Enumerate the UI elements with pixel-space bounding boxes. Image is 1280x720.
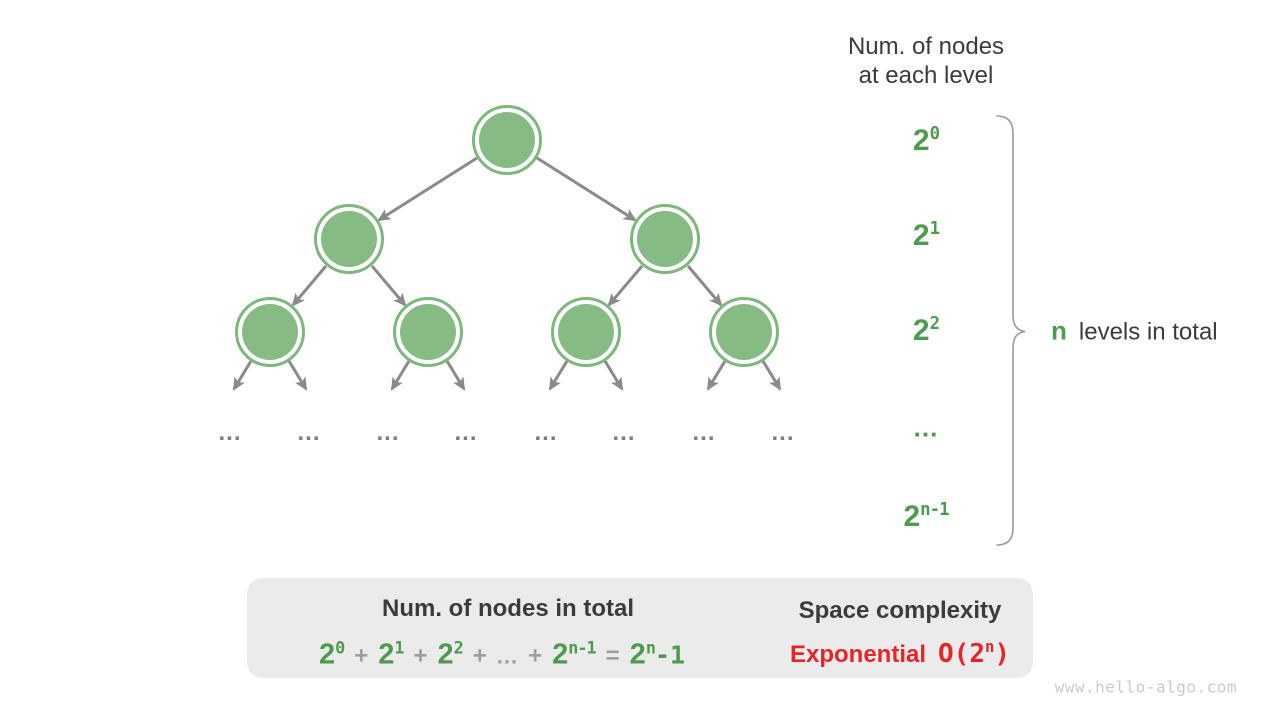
brace-n: n xyxy=(1051,315,1067,346)
header-line2: at each level xyxy=(858,62,994,89)
edge xyxy=(548,360,569,391)
edge xyxy=(445,360,466,391)
formula-result: 2n-1 xyxy=(629,637,686,672)
watermark: www.hello-algo.com xyxy=(1054,677,1237,697)
result-base: 2 xyxy=(629,638,646,671)
brace-text: levels in total xyxy=(1078,318,1218,346)
tree-node xyxy=(630,204,700,274)
term-exp: 0 xyxy=(335,637,345,658)
space-complexity-title: Space complexity xyxy=(798,597,1002,624)
tree-edges xyxy=(232,156,782,391)
level-count-exp: 2 xyxy=(929,314,941,335)
level-count-base: 2 xyxy=(912,124,930,157)
complexity-notation: O(2n) xyxy=(938,638,1011,669)
right-panel-header: Num. of nodes at each level xyxy=(848,32,1004,90)
space-complexity-value: Exponential O(2n) xyxy=(789,638,1011,669)
notation-prefix: O(2 xyxy=(938,639,985,669)
tree-node xyxy=(314,204,384,274)
edge xyxy=(232,360,253,391)
tree-ellipsis: ... xyxy=(376,419,400,446)
tree-nodes xyxy=(235,105,779,367)
formula-term: 21 xyxy=(378,637,404,672)
notation-exp: n xyxy=(984,638,995,657)
tree-node xyxy=(551,297,621,367)
tree-ellipsis: ... xyxy=(297,419,321,446)
tree-node xyxy=(709,297,779,367)
complexity-class: Exponential xyxy=(789,641,927,668)
tree-ellipsis: ... xyxy=(692,419,716,446)
result-tail: -1 xyxy=(654,640,686,670)
level-count-2: 22 xyxy=(912,314,941,348)
level-count-base: 2 xyxy=(903,500,921,533)
tree-node xyxy=(393,297,463,367)
term-base: 2 xyxy=(552,638,569,671)
plus-operator: + xyxy=(413,642,428,670)
total-nodes-title: Num. of nodes in total xyxy=(382,595,634,622)
term-exp: n-1 xyxy=(568,637,596,658)
term-exp: 1 xyxy=(394,637,404,658)
summary-box: Num. of nodes in total 20 + 21 + 22 + ..… xyxy=(247,578,1033,678)
tree-ellipsis: ... xyxy=(534,419,558,446)
term-base: 2 xyxy=(378,638,395,671)
edge xyxy=(686,265,723,307)
plus-operator: + xyxy=(472,642,487,670)
level-count-n: 2n-1 xyxy=(903,500,949,534)
edge xyxy=(287,360,308,391)
edge xyxy=(291,265,328,307)
notation-suffix: ) xyxy=(994,639,1011,669)
level-count-1: 21 xyxy=(912,219,941,253)
result-exp: n xyxy=(645,637,656,658)
plus-operator: + xyxy=(528,642,543,670)
edge xyxy=(377,156,478,222)
tree-node xyxy=(235,297,305,367)
edge xyxy=(370,265,407,307)
term-exp: 2 xyxy=(453,637,464,658)
tree-ellipsis: ... xyxy=(612,419,636,446)
level-count-exp: 0 xyxy=(929,124,941,145)
edge xyxy=(390,360,411,391)
term-base: 2 xyxy=(437,638,454,671)
tree-node xyxy=(472,105,542,175)
edge xyxy=(706,360,727,391)
plus-operator: + xyxy=(354,642,369,670)
level-count-base: 2 xyxy=(912,314,930,347)
equals-operator: = xyxy=(605,642,620,670)
level-count-exp: n-1 xyxy=(920,500,949,521)
brace-annotation: n levels in total xyxy=(1051,316,1218,347)
formula-ellipsis: ... xyxy=(496,643,519,669)
tree-ellipsis: ... xyxy=(454,419,478,446)
tree-ellipsis: ... xyxy=(771,419,795,446)
level-count-base: 2 xyxy=(912,219,930,252)
header-line1: Num. of nodes xyxy=(847,33,1005,60)
level-count-exp: 1 xyxy=(929,219,941,240)
edge xyxy=(607,265,644,307)
formula-term: 20 xyxy=(318,637,345,672)
level-count-ellipsis: ... xyxy=(913,412,939,443)
formula-term: 22 xyxy=(437,637,464,672)
tree-ellipsis: ... xyxy=(218,419,242,446)
edge xyxy=(536,156,637,222)
total-nodes-formula: 20 + 21 + 22 + ... + 2n-1 = 2n-1 xyxy=(318,637,686,672)
term-base: 2 xyxy=(318,638,336,671)
levels-brace xyxy=(996,115,1026,546)
edge xyxy=(603,360,624,391)
level-count-0: 20 xyxy=(912,124,941,158)
edge xyxy=(761,360,782,391)
formula-term: 2n-1 xyxy=(552,637,597,672)
